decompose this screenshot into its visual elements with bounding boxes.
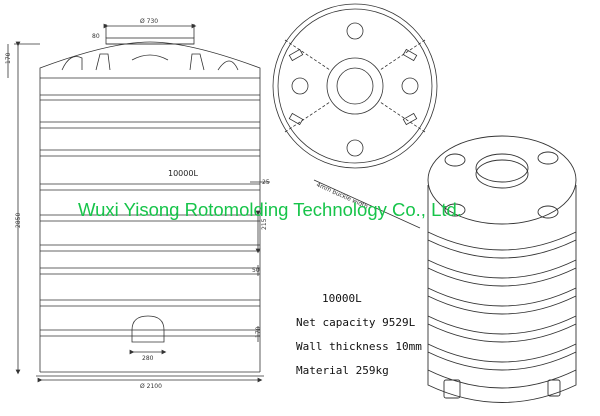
dim-rib-2: 50 [252,267,260,274]
dim-outlet-height: 170 [255,326,262,338]
spec-wall-thickness: Wall thickness 10mm [296,340,422,353]
spec-material: Material 259kg [296,364,389,377]
dim-outlet-width: 280 [142,355,154,362]
dim-rib-1: 25 [262,179,270,186]
dim-total-height: 2850 [15,213,22,228]
spec-net-capacity: Net capacity 9529L [296,316,416,329]
spec-capacity-label: 10000L [322,292,362,305]
dim-cap-height: 80 [92,33,100,40]
tank-label: 10000L [168,169,198,178]
plan-view [272,3,438,229]
dim-top-diameter: Ø 730 [140,18,158,25]
tank-3d-view [427,135,577,403]
company-watermark: Wuxi Yisong Rotomolding Technology Co., … [78,199,462,220]
dim-top-height: 170 [5,52,12,64]
side-elevation [7,23,270,383]
dim-base-diameter: Ø 2100 [140,383,162,390]
dim-rib-pitch: 215 [261,218,268,230]
